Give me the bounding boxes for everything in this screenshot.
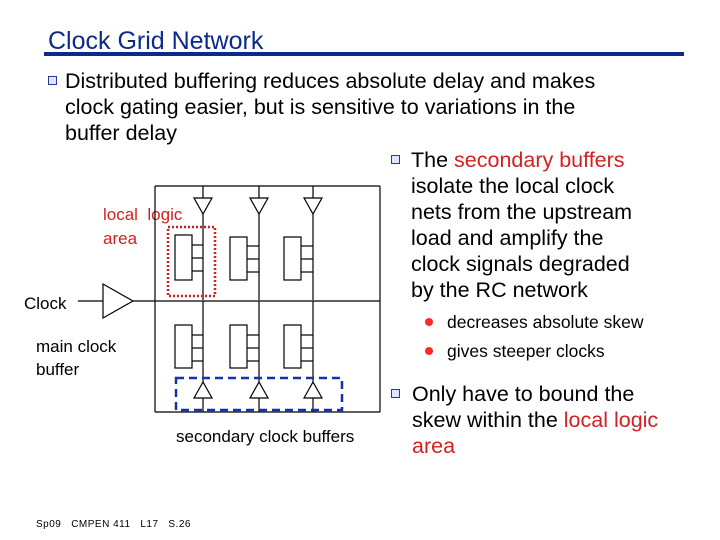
bottom-secondary-buffer-3: [302, 380, 324, 399]
square-bullet-icon: [48, 76, 57, 85]
local-logic-label-line-1: local logic: [103, 205, 183, 224]
clock-label: Clock: [24, 294, 67, 313]
slide-footer: Sp09 CMPEN 411 L17 S.26: [36, 519, 191, 530]
bullet-3-line-1: Only have to bound the: [412, 382, 635, 406]
logic-block-top-1: [174, 234, 203, 281]
top-secondary-buffer-2: [248, 186, 270, 300]
bottom-secondary-buffer-2: [248, 380, 270, 399]
slide-title: Clock Grid Network: [48, 27, 264, 55]
secondary-buffers-highlight: secondary buffers: [454, 148, 625, 172]
local-logic-area-box: [166, 225, 217, 298]
title-underline: [44, 52, 684, 56]
bullet-2-pre: The: [411, 148, 455, 172]
main-buffer-label-line-2: buffer: [36, 360, 80, 379]
bullet-1: Distributed buffering reduces absolute d…: [65, 68, 595, 146]
logic-block-top-2: [229, 236, 259, 281]
top-secondary-buffer-1: [192, 186, 214, 300]
secondary-buffers-label: secondary clock buffers: [176, 427, 355, 446]
local-logic-label-line-2: area: [103, 229, 138, 248]
bottom-secondary-buffer-1: [192, 380, 214, 399]
bullet-2-line-3: nets from the upstream: [411, 200, 633, 224]
bullet-2-line-6: by the RC network: [411, 278, 588, 302]
secondary-buffers-box: [174, 376, 344, 412]
bullet-2: The secondary buffers isolate the local …: [411, 147, 632, 303]
bullet-1-line-1: Distributed buffering reduces absolute d…: [65, 69, 596, 93]
sub-bullet-1: decreases absolute skew: [447, 312, 644, 332]
bullet-3-line-2: skew within the local logic: [412, 407, 658, 433]
logic-block-top-3: [283, 236, 313, 281]
local-logic-highlight: local logic: [563, 408, 659, 432]
bullet-2-line-5: clock signals degraded: [411, 252, 630, 276]
square-bullet-icon: [391, 389, 400, 398]
bullet-2-line-4: load and amplify the: [411, 226, 604, 250]
top-secondary-buffer-3: [302, 186, 324, 300]
sub-bullet-2: gives steeper clocks: [447, 341, 605, 361]
square-bullet-icon: [391, 155, 400, 164]
bullet-2-line-1: The secondary buffers: [411, 147, 632, 173]
bullet-3: Only have to bound the skew within the l…: [412, 381, 658, 459]
sub-bullet-dot-icon: [425, 347, 433, 355]
bullet-1-line-2: clock gating easier, but is sensitive to…: [65, 95, 576, 119]
main-clock-buffer-icon: [102, 282, 135, 320]
sub-bullet-dot-icon: [425, 318, 433, 326]
main-buffer-label-line-1: main clock: [36, 337, 117, 356]
bullet-3-line-3: area: [412, 434, 456, 458]
bullet-1-line-3: buffer delay: [65, 121, 177, 145]
bullet-3-line-2-pre: skew within the: [412, 408, 564, 432]
bullet-2-line-2: isolate the local clock: [411, 174, 615, 198]
